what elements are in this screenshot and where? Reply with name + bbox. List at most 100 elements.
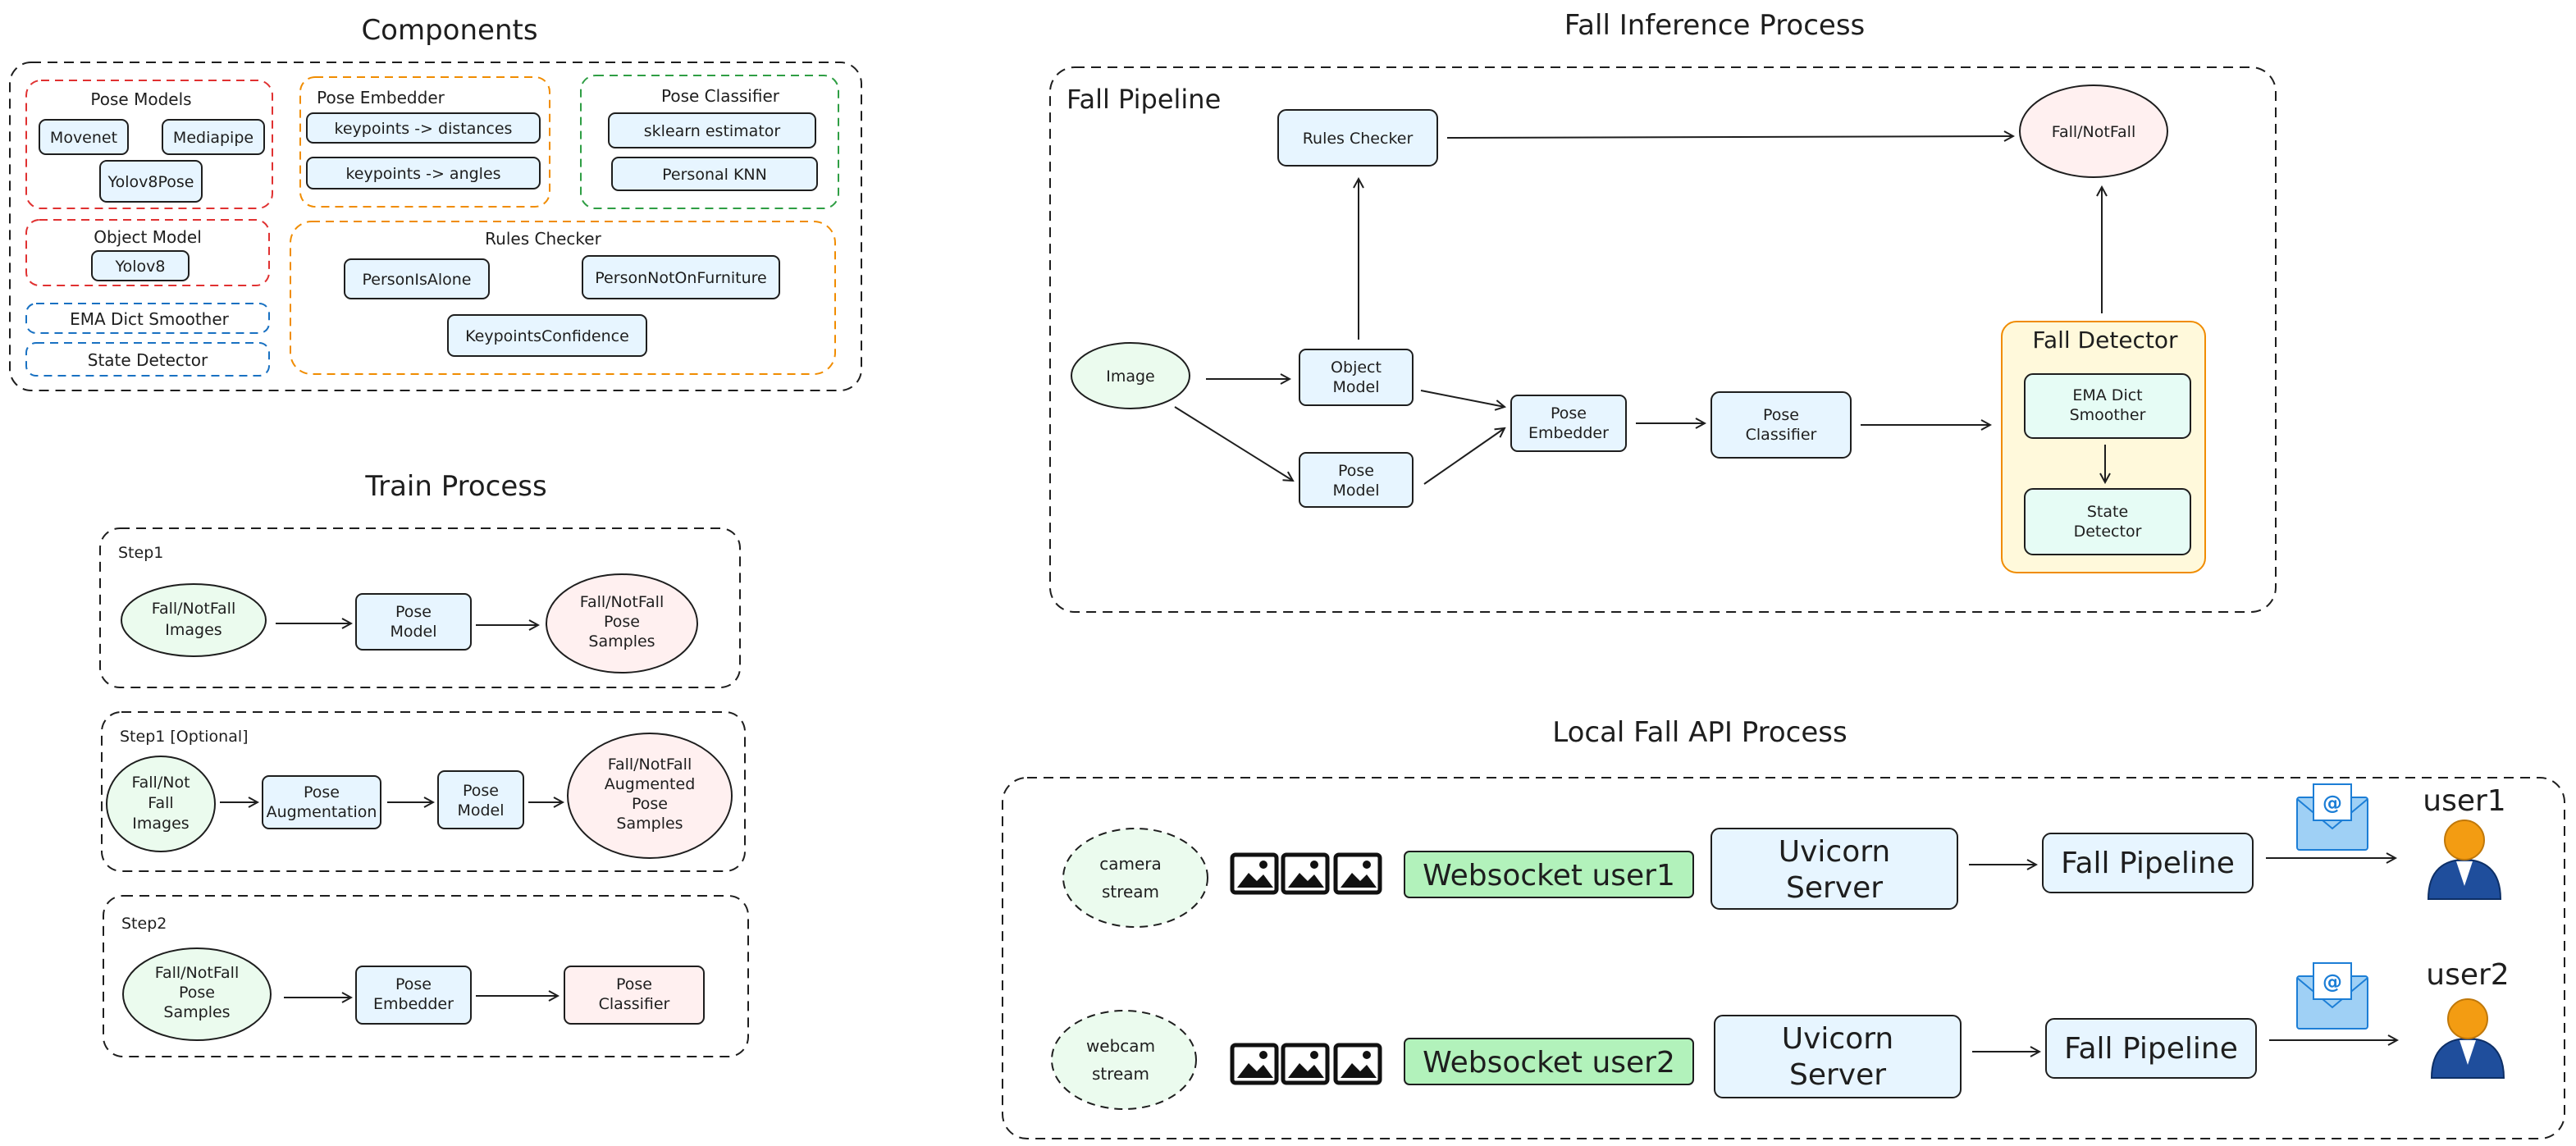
keypoints-distances-box	[306, 112, 541, 144]
inf-ema-line2: Smoother	[2070, 406, 2146, 424]
person-is-alone-label: PersonIsAlone	[363, 271, 472, 289]
inf-fall-notfall-node	[2019, 84, 2168, 178]
inf-object-model-line2: Model	[1332, 378, 1379, 396]
inf-image-label: Image	[1106, 368, 1155, 386]
step1opt-output-node	[567, 733, 733, 859]
step1-output-node	[546, 573, 698, 673]
api-section: Local Fall API Process camera stream	[1002, 716, 2565, 1139]
person-not-on-furniture-box	[582, 255, 780, 299]
websocket-user1-node	[1404, 851, 1694, 898]
step1-label: Step1	[118, 544, 163, 562]
step1-model-line2: Model	[390, 623, 436, 641]
api-row-user2: webcam stream	[1051, 958, 2510, 1110]
step1opt-model-line1: Pose	[463, 782, 499, 800]
person-is-alone-box	[344, 258, 490, 299]
step1opt-input-line1: Fall/Not	[131, 774, 190, 792]
person-not-on-furniture-label: PersonNotOnFurniture	[595, 269, 766, 287]
websocket-user2-node	[1404, 1038, 1694, 1085]
inf-ema-node	[2024, 373, 2191, 439]
step2-embedder-node	[355, 966, 472, 1025]
step1-model-node	[355, 593, 472, 651]
sklearn-estimator-label: sklearn estimator	[644, 122, 781, 140]
fall-pipeline-2-node	[2045, 1018, 2257, 1079]
api-frame	[1002, 777, 2565, 1139]
uvicorn-server-2-line2: Server	[1789, 1058, 1886, 1092]
inf-pose-embedder-line1: Pose	[1551, 404, 1587, 422]
inf-object-model-node	[1299, 349, 1414, 406]
uvicorn-server-2-line1: Uvicorn	[1782, 1022, 1893, 1056]
state-detector-box	[25, 342, 270, 377]
step1-output-line3: Samples	[588, 632, 655, 651]
arrow-pose-to-embedder	[1423, 428, 1505, 485]
arrow-image-to-pose	[1174, 406, 1293, 481]
inf-pose-model-line2: Model	[1332, 482, 1379, 500]
step1opt-input-line3: Images	[132, 815, 189, 833]
mediapipe-box	[162, 119, 265, 155]
yolov8-label: Yolov8	[115, 258, 166, 276]
step1opt-input-node	[106, 756, 216, 852]
keypoints-angles-box	[306, 157, 541, 189]
step1-input-node	[121, 583, 267, 657]
inf-pose-model-node	[1299, 452, 1414, 508]
uvicorn-server-1-line2: Server	[1786, 871, 1883, 905]
image-frames-icon	[1230, 1043, 1382, 1085]
inf-rules-checker-label: Rules Checker	[1303, 130, 1414, 148]
websocket-user1-label: Websocket user1	[1423, 859, 1675, 893]
ema-label: EMA Dict Smoother	[70, 309, 230, 329]
components-frame	[9, 62, 862, 391]
image-icon	[1281, 1043, 1330, 1085]
step2-input-node	[122, 947, 272, 1041]
yolov8-box	[91, 250, 190, 281]
personal-knn-label: Personal KNN	[662, 166, 767, 184]
fall-detector-label: Fall Detector	[2032, 326, 2178, 354]
uvicorn-server-2-node	[1714, 1015, 1962, 1098]
image-icon	[1281, 852, 1330, 895]
camera-stream-node	[1062, 828, 1208, 928]
user-avatar-icon	[2427, 820, 2502, 900]
inf-pose-embedder-line2: Embedder	[1528, 424, 1609, 442]
step1opt-input-line2: Fall	[148, 794, 173, 812]
inf-ema-line1: EMA Dict	[2072, 386, 2142, 404]
step1opt-output-line1: Fall/NotFall	[608, 756, 692, 774]
image-icon	[1230, 852, 1279, 895]
mediapipe-label: Mediapipe	[173, 129, 253, 147]
step1opt-output-line2: Augmented	[605, 775, 696, 793]
step1-input-line1: Fall/NotFall	[152, 600, 235, 618]
fall-pipeline-frame	[1049, 66, 2277, 613]
ema-box	[25, 303, 270, 334]
fall-pipeline-label: Fall Pipeline	[1066, 84, 1221, 115]
inference-title: Fall Inference Process	[1564, 9, 1866, 42]
user2-label: user2	[2426, 958, 2509, 992]
email-icon: @	[2296, 962, 2368, 1030]
yolov8pose-box	[99, 160, 203, 203]
movenet-label: Movenet	[50, 129, 117, 147]
inf-state-detector-line1: State	[2087, 503, 2128, 521]
step1opt-output-line4: Samples	[616, 815, 683, 833]
step1opt-aug-line2: Augmentation	[267, 803, 377, 821]
inf-pose-classifier-line1: Pose	[1763, 406, 1799, 424]
pose-embedder-label: Pose Embedder	[317, 88, 445, 107]
email-icon: @	[2296, 783, 2368, 851]
step1opt-model-line2: Model	[457, 801, 504, 820]
movenet-box	[39, 119, 129, 155]
arrow-object-to-embedder	[1420, 390, 1505, 407]
keypoints-angles-label: keypoints -> angles	[345, 165, 500, 183]
step2-input-line1: Fall/NotFall	[155, 964, 239, 982]
api-row-user1: camera stream	[1062, 783, 2506, 928]
rules-checker-label: Rules Checker	[485, 229, 601, 249]
object-model-label: Object Model	[94, 227, 202, 247]
inf-state-detector-node	[2024, 488, 2191, 555]
step2-embedder-line1: Pose	[395, 975, 432, 993]
pose-classifier-label: Pose Classifier	[661, 86, 780, 106]
inf-object-model-line1: Object	[1331, 358, 1382, 377]
keypoints-distances-label: keypoints -> distances	[335, 120, 513, 138]
step2-label: Step2	[121, 915, 167, 933]
image-icon	[1333, 852, 1382, 895]
webcam-stream-node	[1051, 1010, 1197, 1110]
components-section: Components Pose Models Movenet Mediapipe…	[9, 14, 862, 391]
image-frames-icon	[1230, 852, 1382, 895]
step1opt-model-node	[437, 770, 524, 829]
step1-output-line2: Pose	[604, 613, 640, 631]
arrow-rules-to-result	[1446, 136, 2013, 138]
